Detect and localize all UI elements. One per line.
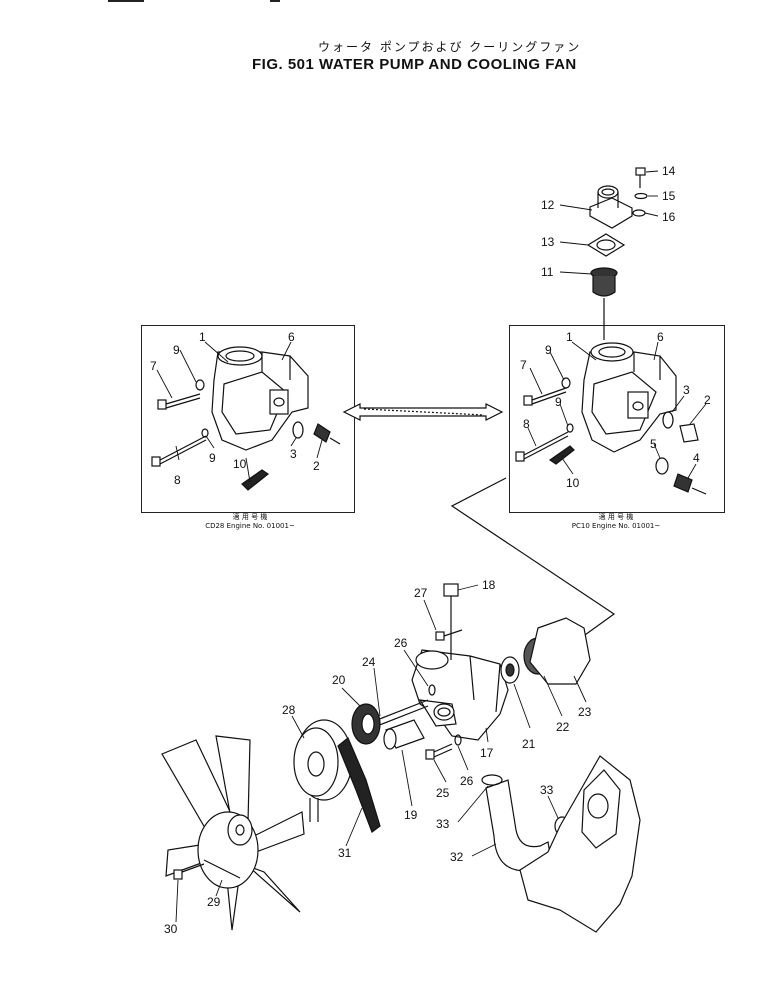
seal-21 — [500, 656, 520, 684]
callout-18: 18 — [482, 578, 496, 592]
belt-31 — [337, 737, 381, 833]
callout-6: 6 — [288, 330, 295, 344]
callout-2: 2 — [313, 459, 320, 473]
gasket-23 — [529, 617, 591, 685]
inset-right-parts — [515, 342, 707, 495]
callout-30: 30 — [164, 922, 178, 936]
water-pump-body-17 — [411, 649, 509, 741]
callout-22: 22 — [556, 720, 570, 734]
callout-20: 20 — [332, 673, 346, 687]
callout-6r: 6 — [657, 330, 664, 344]
callout-14: 14 — [662, 164, 676, 178]
washer-26b — [454, 734, 462, 746]
swap-arrow — [342, 403, 504, 421]
caption-code: 適 用 号 機 — [232, 513, 268, 521]
callout-16: 16 — [662, 210, 676, 224]
callout-3r: 3 — [683, 383, 690, 397]
callout-8r: 8 — [523, 417, 530, 431]
callout-19: 19 — [404, 808, 418, 822]
callout-3: 3 — [290, 447, 297, 461]
pulley-28 — [293, 719, 353, 822]
callout-27: 27 — [414, 586, 428, 600]
plug-18 — [443, 583, 459, 660]
caption-code: 適 用 号 機 — [598, 513, 634, 521]
callout-24: 24 — [362, 655, 376, 669]
bolt-25 — [425, 743, 453, 760]
callout-1: 1 — [199, 330, 206, 344]
callout-23: 23 — [578, 705, 592, 719]
callout-9b: 9 — [209, 451, 216, 465]
cooling-fan-29 — [161, 735, 305, 931]
page-title: FIG. 501 WATER PUMP AND COOLING FAN — [252, 56, 577, 73]
callout-8: 8 — [174, 473, 181, 487]
callout-2r: 2 — [704, 393, 711, 407]
bolt-27 — [435, 629, 463, 641]
callout-9: 9 — [173, 343, 180, 357]
callout-29: 29 — [207, 895, 221, 909]
callout-5: 5 — [650, 437, 657, 451]
scan-mark — [108, 0, 144, 2]
engine-detail — [581, 769, 621, 849]
thermostat-11 — [590, 267, 618, 340]
flange-20 — [351, 703, 381, 745]
callout-28: 28 — [282, 703, 296, 717]
callout-13: 13 — [541, 235, 555, 249]
callout-10: 10 — [233, 457, 247, 471]
washer-26 — [428, 684, 436, 696]
callout-15: 15 — [662, 189, 676, 203]
engine-block — [519, 755, 641, 933]
inset-caption-left: 適 用 号 機 CD28 Engine No. 01001~ — [150, 513, 350, 531]
callout-21: 21 — [522, 737, 536, 751]
callout-9r: 9 — [545, 343, 552, 357]
shaft-19 — [383, 719, 425, 750]
callout-33: 33 — [540, 783, 554, 797]
leader-lines — [156, 170, 707, 923]
callout-7r: 7 — [520, 358, 527, 372]
washer-15 — [634, 192, 648, 200]
inset-caption-right: 適 用 号 機 PC10 Engine No. 01001~ — [516, 513, 716, 531]
callout-32: 32 — [450, 850, 464, 864]
title-japanese: ウォータ ポンプおよび クーリングファン — [318, 40, 582, 54]
caption-engine: PC10 Engine No. 01001~ — [571, 522, 661, 530]
callout-10r: 10 — [566, 476, 580, 490]
callout-33b: 33 — [436, 817, 450, 831]
engine-port — [587, 793, 609, 819]
callout-17: 17 — [480, 746, 494, 760]
gasket-13 — [586, 233, 626, 257]
inset-leader — [450, 477, 616, 641]
caption-engine: CD28 Engine No. 01001~ — [205, 522, 295, 530]
bolt-14 — [635, 167, 646, 188]
scan-mark — [270, 0, 280, 2]
thermostat-housing-12 — [589, 185, 633, 229]
callout-26: 26 — [394, 636, 408, 650]
callout-12: 12 — [541, 198, 555, 212]
callout-9r2: 9 — [555, 395, 562, 409]
washer-16 — [632, 209, 646, 217]
bolt-30 — [173, 863, 205, 880]
callout-31: 31 — [338, 846, 352, 860]
inset-left-parts — [151, 346, 341, 491]
callout-11: 11 — [541, 265, 554, 279]
callout-25: 25 — [436, 786, 450, 800]
callout-1r: 1 — [566, 330, 573, 344]
callout-4: 4 — [693, 451, 700, 465]
callout-7: 7 — [150, 359, 157, 373]
clamp-33a — [481, 774, 503, 786]
callout-26b: 26 — [460, 774, 474, 788]
